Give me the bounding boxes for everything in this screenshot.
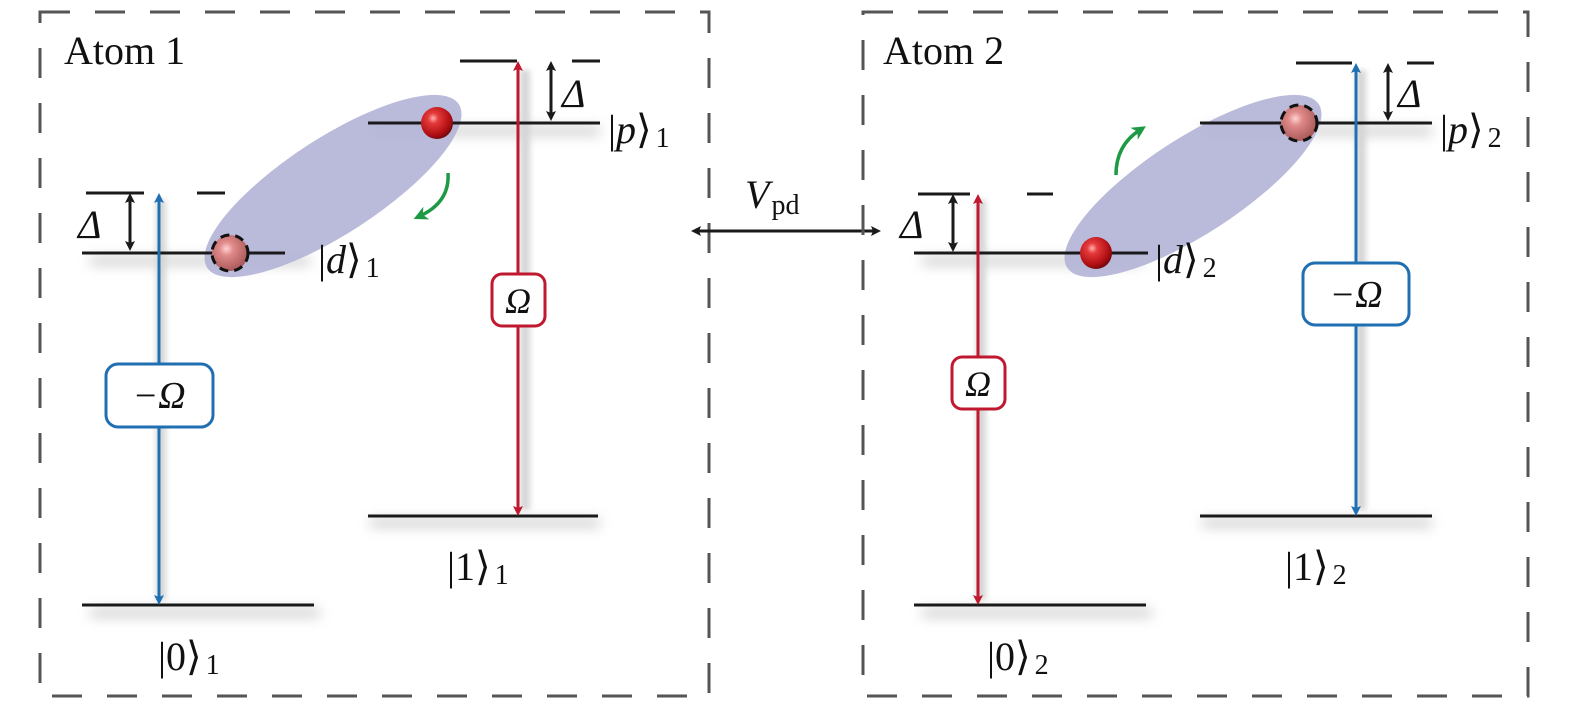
blue-rabi-label-box (104, 362, 215, 429)
atom-sphere-p (421, 107, 453, 139)
atom-2-dashed-box (861, 10, 1530, 698)
transfer-arrow-icon (1114, 126, 1146, 176)
red-rabi-label: Ω (965, 364, 991, 404)
ket-d-1: |d⟩1 (318, 237, 380, 284)
blue-rabi-label: −Ω (1329, 274, 1382, 316)
ket-1-1: |1⟩1 (447, 544, 509, 591)
atom-sphere-d (1080, 237, 1112, 269)
red-rabi-label: Ω (505, 281, 531, 321)
detuning-label-d: Δ (76, 202, 101, 247)
coupling-label: Vpd (745, 172, 799, 221)
red-rabi-label-box (490, 272, 547, 328)
ket-1-2: |1⟩2 (1285, 544, 1347, 591)
dipole-coupling: Vpd (691, 172, 881, 236)
entanglement-ellipse (204, 94, 462, 278)
ket-p-2: |p⟩2 (1440, 107, 1502, 154)
red-rabi-label-box (950, 355, 1007, 411)
ket-0-1: |0⟩1 (158, 634, 220, 681)
transfer-arrow-icon (413, 172, 450, 220)
atom-2-title: Atom 2 (883, 28, 1004, 73)
entanglement-ellipse (1064, 94, 1322, 278)
atom-2-panel: Atom 2 Δ Δ Ω −Ω |p⟩2 (861, 10, 1530, 698)
ghost-atom-sphere-p (1279, 103, 1319, 143)
blue-rabi-label: −Ω (132, 375, 185, 417)
atom-1-title: Atom 1 (64, 28, 185, 73)
detuning-label-d: Δ (898, 202, 923, 247)
detuning-label-p: Δ (1396, 71, 1421, 116)
atom-1-dashed-box (38, 10, 711, 698)
ket-p-1: |p⟩1 (608, 107, 670, 154)
detuning-label-p: Δ (560, 71, 585, 116)
blue-rabi-label-box (1301, 261, 1411, 327)
ghost-atom-sphere-d (210, 233, 250, 273)
ket-0-2: |0⟩2 (987, 634, 1049, 681)
atom-1-panel: Atom 1 Δ Δ −Ω Ω (38, 10, 711, 698)
ket-d-2: |d⟩2 (1155, 237, 1217, 284)
